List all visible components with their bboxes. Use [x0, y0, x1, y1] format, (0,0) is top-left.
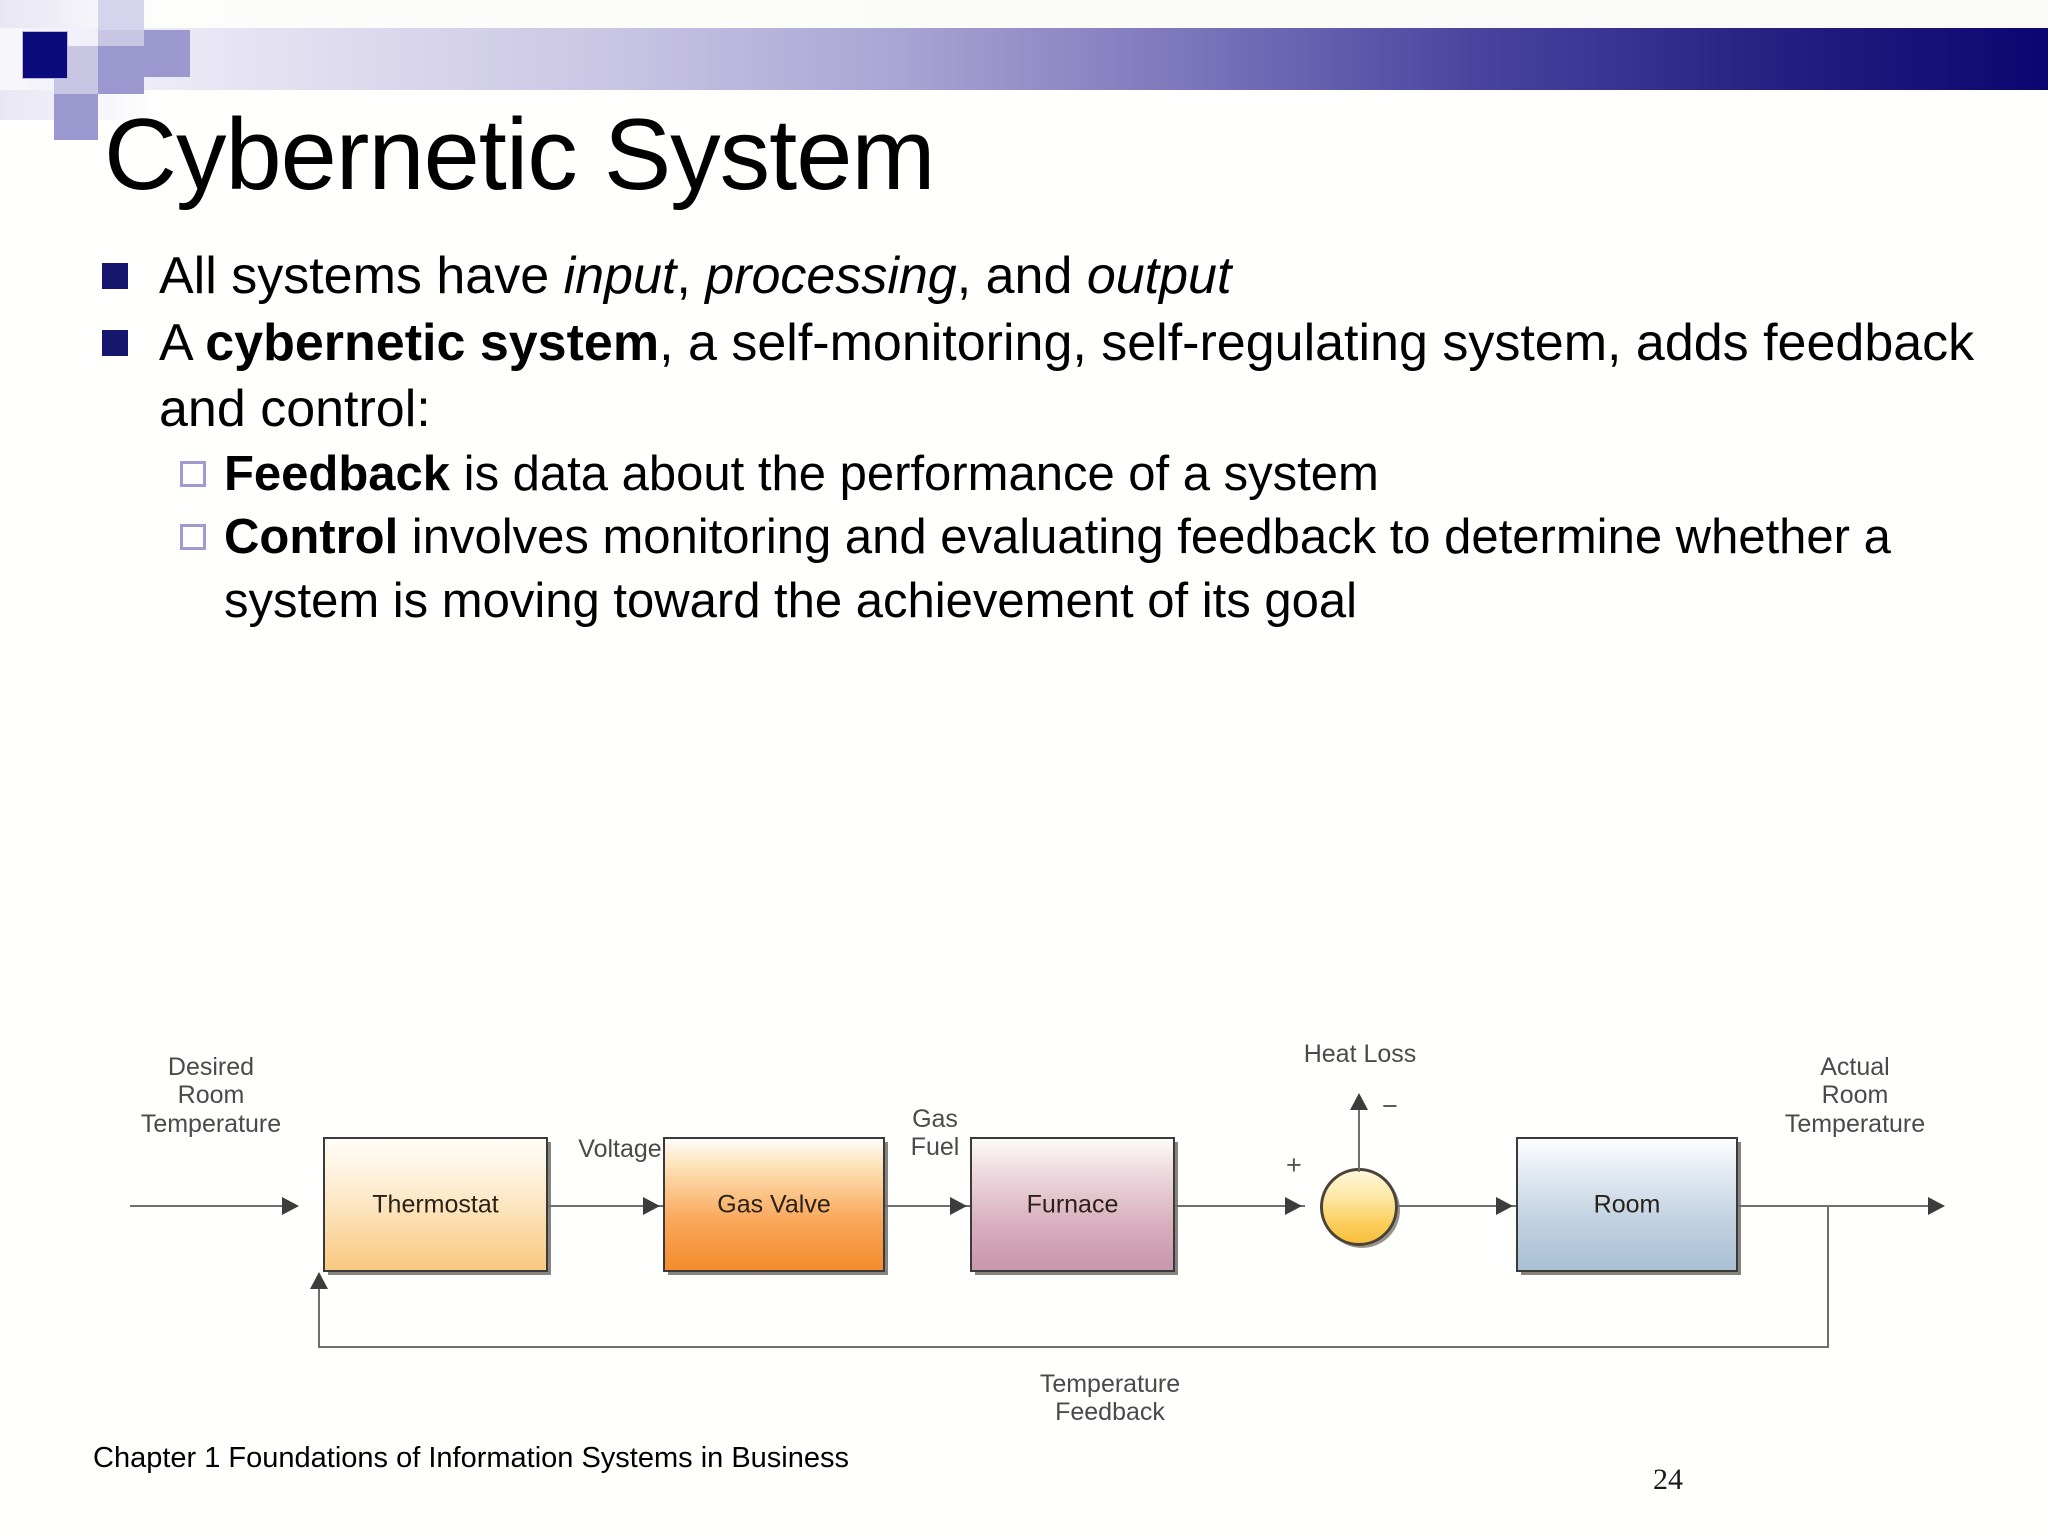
arrowhead-into-summing-node — [1285, 1197, 1302, 1215]
block-room-label: Room — [1593, 1190, 1661, 1218]
bullet-1-pre: All systems have — [159, 247, 564, 305]
line-feedback-bottom — [318, 1346, 1829, 1348]
line-furnace-to-node — [1175, 1205, 1305, 1207]
arrowhead-heat-loss-up — [1350, 1093, 1368, 1110]
bullet-1-italic-input: input — [563, 247, 677, 305]
line-feedback-down — [1827, 1205, 1829, 1348]
sub-bullet-feedback-bold-term: Feedback — [224, 446, 451, 501]
label-temperature-feedback: Temperature Feedback — [975, 1370, 1245, 1427]
line-heat-loss — [1358, 1110, 1360, 1172]
sub-bullet-control-bold-term: Control — [224, 510, 399, 565]
bullet-item-1: All systems have input, processing, and … — [96, 243, 1996, 310]
cybernetic-block-diagram: Desired Room Temperature Thermostat Volt… — [0, 1040, 2048, 1426]
arrowhead-output — [1928, 1197, 1945, 1215]
bullet-1-italic-output: output — [1086, 247, 1232, 305]
block-furnace: Furnace — [970, 1137, 1175, 1272]
line-voltage — [548, 1205, 663, 1207]
arrowhead-into-gas-valve — [643, 1197, 660, 1215]
line-room-output — [1738, 1205, 1938, 1207]
deco-square-navy — [22, 31, 68, 79]
bullet-item-2: A cybernetic system, a self-monitoring, … — [96, 310, 1996, 443]
block-gas-valve-label: Gas Valve — [717, 1190, 831, 1218]
label-actual-line3: Temperature — [1784, 1109, 1926, 1138]
bullet-marker-filled-square — [102, 329, 128, 356]
line-node-to-room — [1398, 1205, 1516, 1207]
label-voltage: Voltage — [550, 1135, 690, 1163]
arrowhead-into-room — [1496, 1197, 1513, 1215]
deco-square-e — [98, 46, 144, 94]
arrowhead-feedback-into-thermostat — [310, 1272, 328, 1289]
sub-bullet-marker-hollow-square — [180, 524, 206, 551]
deco-square-f — [54, 94, 98, 140]
label-feedback-line2: Feedback — [1055, 1398, 1165, 1427]
sub-bullet-control-post: involves monitoring and evaluating feedb… — [224, 510, 1891, 629]
label-gas-fuel: Gas Fuel — [880, 1105, 990, 1162]
label-heat-loss: Heat Loss — [1280, 1040, 1440, 1068]
header-top-fade — [0, 0, 2048, 28]
bullet-1-italic-processing: processing — [705, 247, 957, 305]
label-feedback-line1: Temperature — [1039, 1370, 1181, 1398]
bullet-marker-filled-square — [102, 263, 128, 289]
label-desired-line3: Temperature — [140, 1109, 282, 1138]
sub-bullet-marker-hollow-square — [180, 460, 206, 487]
block-gas-valve: Gas Valve — [663, 1137, 885, 1272]
page-number: 24 — [1653, 1463, 1683, 1496]
block-furnace-label: Furnace — [1026, 1190, 1119, 1218]
label-actual-line2: Room — [1821, 1081, 1889, 1110]
sub-bullet-item-control: Control involves monitoring and evaluati… — [96, 506, 1996, 633]
block-room: Room — [1516, 1137, 1738, 1272]
line-gas-fuel — [885, 1205, 970, 1207]
body-content: All systems have input, processing, and … — [96, 243, 1996, 634]
label-desired-line2: Room — [177, 1081, 245, 1110]
header-gradient-band — [0, 28, 2048, 90]
label-heat-loss-text: Heat Loss — [1303, 1040, 1417, 1068]
bullet-2-post: , a self-monitoring, self-regulating sys… — [159, 313, 1975, 439]
minus-sign: − — [1382, 1091, 1398, 1121]
line-desired-input — [130, 1205, 285, 1207]
block-thermostat: Thermostat — [323, 1137, 548, 1272]
bullet-1-mid2: , and — [956, 247, 1087, 305]
label-actual-room-temperature: Actual Room Temperature — [1740, 1053, 1970, 1138]
deco-square-c — [144, 30, 190, 77]
arrowhead-into-furnace — [950, 1197, 967, 1215]
label-voltage-text: Voltage — [578, 1135, 662, 1163]
bullet-1-mid1: , — [676, 247, 706, 305]
label-gas-fuel-line2: Fuel — [910, 1133, 960, 1162]
deco-square-a — [98, 0, 144, 30]
label-desired-room-temperature: Desired Room Temperature — [106, 1053, 316, 1138]
page-title: Cybernetic System — [104, 99, 936, 211]
label-desired-line1: Desired — [167, 1053, 255, 1081]
label-actual-line1: Actual — [1820, 1053, 1890, 1081]
summing-node — [1320, 1168, 1398, 1246]
sub-bullet-feedback-post: is data about the performance of a syste… — [450, 446, 1379, 501]
bullet-2-pre: A — [159, 313, 206, 372]
line-feedback-up — [318, 1287, 320, 1347]
plus-sign: + — [1286, 1150, 1302, 1180]
footer-text: Chapter 1 Foundations of Information Sys… — [93, 1442, 849, 1474]
arrowhead-into-thermostat — [282, 1197, 299, 1215]
sub-bullet-item-feedback: Feedback is data about the performance o… — [96, 443, 1996, 507]
label-gas-fuel-line1: Gas — [912, 1105, 958, 1133]
bullet-2-bold-term: cybernetic system — [205, 313, 660, 372]
block-thermostat-label: Thermostat — [372, 1190, 499, 1218]
